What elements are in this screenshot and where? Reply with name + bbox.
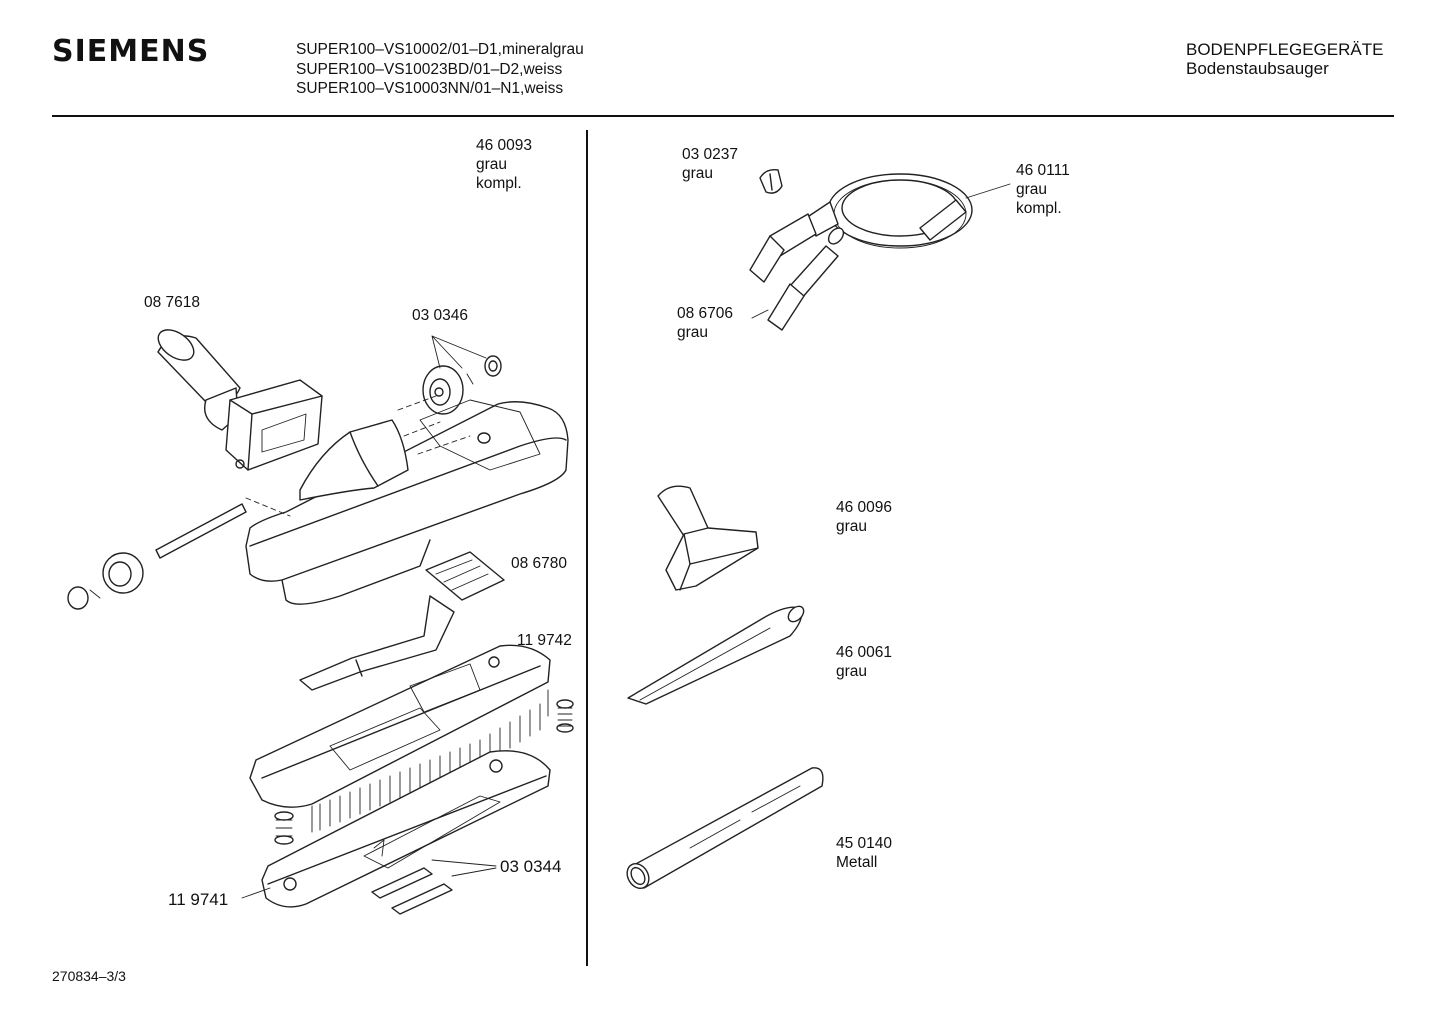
hose-clip-part [759,168,783,194]
part-label-46-0093: 46 0093 grau kompl. [476,137,533,192]
felt-strip-part [371,859,497,915]
model-line: SUPER100–VS10002/01–D1,mineralgrau [296,41,584,58]
nozzle-housing-part [245,395,569,605]
wheel-part [422,335,502,415]
part-label-46-0096: 46 0096 grau [836,499,893,535]
spring-part [274,699,574,845]
pedal-lever-part [299,551,505,691]
part-label-46-0111: 46 0111 grau kompl. [1016,162,1070,217]
brand-logo: SIEMENS [52,34,210,69]
hose-part [749,173,1011,283]
part-label-08-6780: 08 6780 [511,555,568,572]
part-label-03-0344: 03 0344 [500,857,562,876]
crevice-nozzle-part [627,605,805,705]
part-label-11-9742: 11 9742 [517,632,572,649]
brush-plate-part [249,644,551,833]
category-subtitle: Bodenstaubsauger [1186,59,1329,78]
axle-part [67,497,291,610]
category-title: BODENPFLEGEGERÄTE [1186,40,1384,59]
header-divider [52,115,1394,117]
column-divider [586,130,588,966]
metal-tube-part [626,767,824,890]
part-label-46-0061: 46 0061 grau [836,644,893,680]
part-label-45-0140: 45 0140 Metall [836,835,893,871]
drawing-id: 270834–3/3 [52,968,126,984]
part-label-08-7618: 08 7618 [144,294,201,311]
part-label-03-0346: 03 0346 [412,307,469,324]
elbow-connector-part [157,329,323,471]
model-line: SUPER100–VS10023BD/01–D2,weiss [296,60,563,78]
model-list: SUPER100–VS10002/01–D1,mineralgrau SUPER… [296,40,584,99]
part-label-08-6706: 08 6706 grau [677,305,734,341]
part-label-03-0237: 03 0237 grau [682,146,739,182]
hose-end-part [751,227,845,331]
bottom-plate-part [261,750,551,908]
category-block: BODENPFLEGEGERÄTE Bodenstaubsauger [1186,40,1383,78]
part-label-11-9741: 11 9741 [168,890,229,909]
upholstery-nozzle-part [657,485,759,591]
model-line: SUPER100–VS10003NN/01–N1,weiss [296,80,564,97]
